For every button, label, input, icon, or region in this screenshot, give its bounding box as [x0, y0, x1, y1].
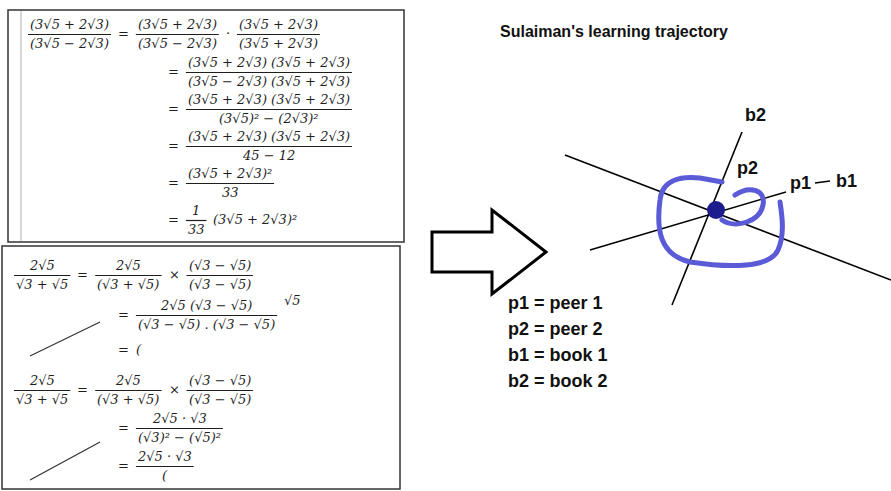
key-note: b2 = book 2 [508, 370, 608, 393]
trajectory-label: b1 [836, 170, 857, 193]
fraction-bar [186, 146, 352, 147]
spiral-stroke [722, 190, 763, 224]
math-term: 45 − 12 [243, 148, 295, 164]
spiral-stroke [659, 178, 783, 266]
math-term: 2√5 · √3 [138, 449, 192, 465]
math-term: 33 [222, 185, 239, 201]
math-term: 2√5 [30, 258, 55, 274]
fraction-bar [136, 428, 223, 429]
trajectory-line [672, 132, 742, 305]
math-term: (3√5 − 2√3) [138, 36, 217, 52]
fraction-bar [136, 315, 277, 316]
trajectory-label: p2 [737, 157, 758, 180]
math-term: (3√5 + 2√3) [138, 17, 217, 33]
math-term: = [168, 175, 179, 191]
strike-stroke [30, 322, 100, 356]
math-term: √3 + √5 [16, 277, 68, 293]
fraction-bar [237, 34, 320, 35]
math-term: = [77, 382, 88, 398]
math-term: (3√5 − 2√3) (3√5 + 2√3) [188, 74, 350, 90]
fraction-bar [95, 275, 161, 276]
trajectory-label: p1 [790, 172, 811, 195]
math-term: ( [136, 342, 141, 358]
math-term: 33 [188, 222, 205, 238]
math-term: = [168, 101, 179, 117]
math-term: (√3 − √5) [189, 277, 251, 293]
math-term: 2√5 (√3 − √5) [161, 298, 252, 314]
fraction-bar [136, 466, 194, 467]
math-term: = [118, 26, 129, 42]
math-term: = [168, 64, 179, 80]
math-term: (√3 + √5) [97, 277, 159, 293]
fraction-bar [28, 34, 111, 35]
math-term: (3√5 + 2√3) (3√5 + 2√3) [188, 55, 350, 71]
math-term: (3√5 + 2√3) [239, 36, 318, 52]
math-term: (√3 − √5) [189, 258, 251, 274]
math-term: 2√5 [116, 258, 141, 274]
math-term: ( [162, 468, 167, 484]
math-term: 2√5 · √3 [153, 411, 207, 427]
math-term: (3√5 − 2√3) [30, 36, 109, 52]
fraction-bar [14, 275, 70, 276]
fraction-bar [136, 34, 219, 35]
math-term: × [169, 382, 180, 398]
fraction-bar [186, 220, 207, 221]
math-term: = [77, 267, 88, 283]
notebook-panel [2, 246, 400, 489]
title: Sulaiman's learning trajectory [500, 22, 728, 42]
math-term: (√3 − √5) [189, 392, 251, 408]
fraction-bar [186, 183, 274, 184]
math-term: (3√5 + 2√3) (3√5 + 2√3) [188, 92, 350, 108]
math-term: (√3 − √5) [189, 373, 251, 389]
dash-line [815, 181, 830, 183]
trajectory-label: b2 [745, 104, 766, 127]
math-term: (3√5)² − (2√3)² [219, 111, 319, 127]
key-note: p1 = peer 1 [508, 292, 603, 315]
fraction-bar [14, 390, 70, 391]
math-term: (√3)² − (√5)² [138, 430, 221, 446]
key-note: b1 = book 1 [508, 344, 608, 367]
fraction-bar [187, 275, 253, 276]
math-term: √5 [284, 293, 301, 309]
math-term: (3√5 + 2√3) [30, 17, 109, 33]
center-dot [707, 201, 725, 219]
trajectory-line [590, 192, 786, 250]
math-term: (3√5 + 2√3) [239, 17, 318, 33]
math-term: (3√5 + 2√3) (3√5 + 2√3) [188, 129, 350, 145]
math-term: 2√5 [30, 373, 55, 389]
fraction-bar [95, 390, 161, 391]
margin-line [21, 11, 22, 241]
math-term: = [118, 458, 129, 474]
math-term: × [169, 267, 180, 283]
fraction-bar [186, 109, 352, 110]
math-term: 2√5 [116, 373, 141, 389]
math-term: (3√5 + 2√3)² [188, 166, 272, 182]
math-term: 1 [192, 203, 200, 219]
fraction-bar [187, 390, 253, 391]
math-term: = [118, 420, 129, 436]
math-term: = [118, 342, 129, 358]
block-arrow [432, 210, 546, 294]
fraction-bar [186, 72, 352, 73]
math-term: √3 + √5 [16, 392, 68, 408]
math-term: = [118, 307, 129, 323]
math-term: (3√5 + 2√3)² [213, 212, 297, 228]
math-term: (√3 − √5) . (√3 − √5) [138, 317, 275, 333]
key-note: p2 = peer 2 [508, 318, 603, 341]
math-term: = [168, 138, 179, 154]
notebook-panel [8, 10, 404, 242]
trajectory-line [565, 155, 891, 280]
math-term: · [226, 26, 230, 42]
strike-stroke [30, 442, 100, 480]
math-term: (√3 + √5) [97, 392, 159, 408]
math-term: = [168, 212, 179, 228]
